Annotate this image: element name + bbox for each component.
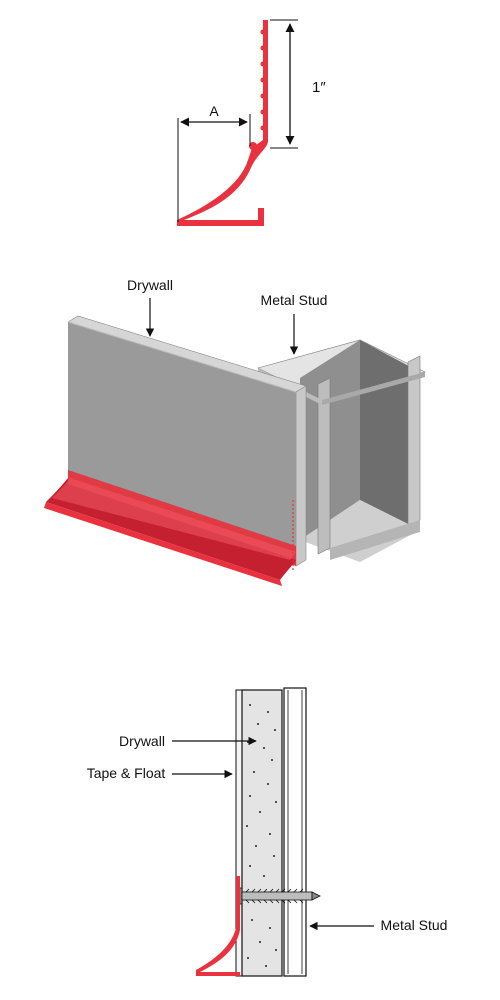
isometric-view: Drywall Metal Stud xyxy=(44,277,426,586)
drywall-speckles xyxy=(246,704,277,967)
section-metal-stud-label: Metal Stud xyxy=(381,917,448,933)
trim-profile-shape xyxy=(177,20,268,226)
iso-drywall-label: Drywall xyxy=(127,277,173,293)
dimension-height-label: 1″ xyxy=(312,79,326,96)
dimension-a-label: A xyxy=(209,103,219,119)
iso-metal-stud-label: Metal Stud xyxy=(261,292,328,308)
section-drywall-label: Drywall xyxy=(119,733,165,749)
metal-stud-section xyxy=(283,687,307,977)
drywall-section xyxy=(241,689,283,977)
trim-section xyxy=(196,876,240,976)
section-view: Drywall Tape & Float Metal Stud xyxy=(87,687,448,977)
drywall-panel-iso xyxy=(67,315,307,567)
trim-profile: 1″ A xyxy=(177,19,326,226)
cove-base-trim-iso xyxy=(44,470,296,586)
section-tape-float-label: Tape & Float xyxy=(87,765,166,781)
trim-serrations xyxy=(249,29,266,150)
